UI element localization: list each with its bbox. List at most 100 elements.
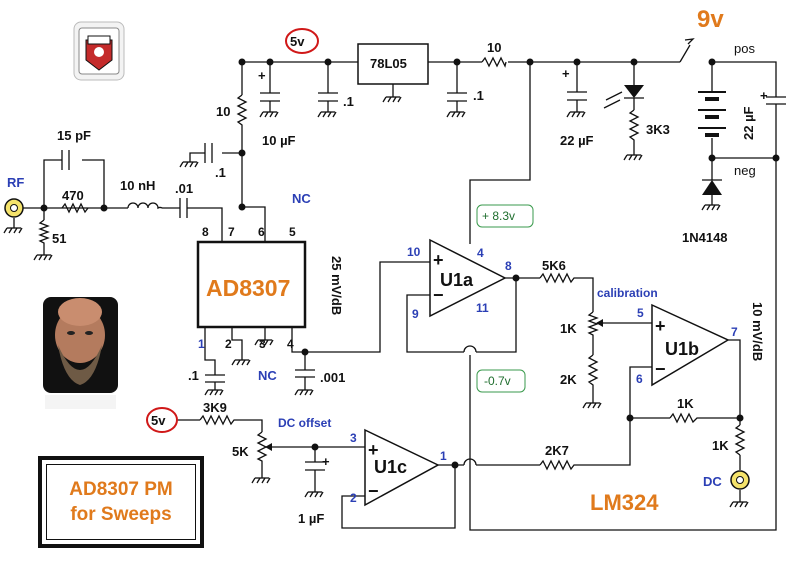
diode-1n4148-icon bbox=[702, 179, 722, 195]
r51-label: 51 bbox=[52, 231, 66, 246]
svg-text:+: + bbox=[760, 88, 768, 103]
neg-label: neg bbox=[734, 163, 756, 178]
slope-10-label: 10 mV/dB bbox=[750, 302, 765, 361]
ad8307-label: AD8307 bbox=[206, 275, 290, 301]
title-line-2: for Sweeps bbox=[70, 504, 172, 525]
c01a-label: .01 bbox=[175, 181, 193, 196]
v5-bottom-label: 5v bbox=[151, 413, 166, 428]
pin-6: 6 bbox=[258, 225, 265, 239]
c1a-label: .1 bbox=[215, 165, 226, 180]
r1ka-label: 1K bbox=[560, 321, 577, 336]
nc-label-bottom: NC bbox=[258, 368, 277, 383]
u1c-pin-2: 2 bbox=[350, 491, 357, 505]
r470-label: 470 bbox=[62, 188, 84, 203]
pin-4: 4 bbox=[287, 337, 294, 351]
opamp-u1a: + − U1a bbox=[429, 238, 507, 318]
svg-text:−: − bbox=[655, 359, 666, 379]
r2k-label: 2K bbox=[560, 372, 577, 387]
pin-2: 2 bbox=[225, 337, 232, 351]
svg-text:−: − bbox=[433, 285, 444, 305]
v5-top-label: 5v bbox=[290, 34, 305, 49]
reg-label: 78L05 bbox=[370, 56, 407, 71]
vminus-badge-box bbox=[476, 369, 526, 393]
junction-dots bbox=[40, 58, 780, 469]
svg-text:+: + bbox=[562, 66, 570, 81]
vplus-badge: + 8.3v bbox=[482, 209, 515, 223]
logo-badge-icon bbox=[73, 21, 125, 81]
rf-label: RF bbox=[7, 175, 24, 190]
pin-5: 5 bbox=[289, 225, 296, 239]
ad8307-chip bbox=[196, 240, 307, 329]
nc-label-top: NC bbox=[292, 191, 311, 206]
opamp-u1c: + − U1c bbox=[364, 428, 440, 507]
r1kc-label: 1K bbox=[712, 438, 729, 453]
r5k6-label: 5K6 bbox=[542, 258, 566, 273]
u1c-label: U1c bbox=[374, 457, 407, 477]
u1c-pin-1: 1 bbox=[440, 449, 447, 463]
pin-1: 1 bbox=[198, 337, 205, 351]
supply-9v-label: 9v bbox=[697, 6, 724, 33]
c1d-label: .1 bbox=[188, 368, 199, 383]
pin-8: 8 bbox=[202, 225, 209, 239]
lm324-label: LM324 bbox=[590, 490, 659, 515]
c15p-label: 15 pF bbox=[57, 128, 91, 143]
u1b-pin-6: 6 bbox=[636, 372, 643, 386]
c1b-label: .1 bbox=[343, 94, 354, 109]
v5-bottom-circle bbox=[146, 407, 178, 433]
v5-top-circle bbox=[285, 28, 319, 54]
svg-text:−: − bbox=[368, 481, 379, 501]
rf-connector-icon[interactable] bbox=[4, 198, 24, 218]
r1kb-label: 1K bbox=[677, 396, 694, 411]
r2k7-label: 2K7 bbox=[545, 443, 569, 458]
u1a-label: U1a bbox=[440, 270, 474, 290]
u1b-pin-7: 7 bbox=[731, 325, 738, 339]
l10n-label: 10 nH bbox=[120, 178, 155, 193]
c1c-label: .1 bbox=[473, 88, 484, 103]
avatar-photo-icon bbox=[43, 297, 118, 409]
u1a-pin-10: 10 bbox=[407, 245, 421, 259]
r3k9-label: 3K9 bbox=[203, 400, 227, 415]
led-icon bbox=[603, 85, 644, 109]
r10a-label: 10 bbox=[216, 104, 230, 119]
d1n4148-label: 1N4148 bbox=[682, 230, 728, 245]
title-box: AD8307 PM for Sweeps bbox=[38, 456, 204, 548]
svg-text:+: + bbox=[258, 68, 266, 83]
resistors bbox=[38, 56, 746, 471]
slope-25-label: 25 mV/dB bbox=[329, 256, 344, 315]
pin-3: 3 bbox=[259, 337, 266, 351]
r10b-label: 10 bbox=[487, 40, 501, 55]
vminus-badge: -0.7v bbox=[484, 374, 511, 388]
text-labels: 9v pos neg 78L05 LM324 15 pF 470 10 nH .… bbox=[7, 6, 765, 526]
c22ub-label: 22 µF bbox=[741, 106, 756, 140]
title-line-1: AD8307 PM bbox=[69, 479, 173, 500]
r5k-label: 5K bbox=[232, 444, 249, 459]
u1a-pin-9: 9 bbox=[412, 307, 419, 321]
regulator-78l05 bbox=[357, 43, 429, 85]
svg-text:+: + bbox=[322, 454, 330, 469]
inductor-10nh bbox=[127, 202, 163, 210]
capacitors: + + + + bbox=[61, 66, 786, 471]
c22ua-label: 22 µF bbox=[560, 133, 594, 148]
battery-icon bbox=[698, 91, 726, 137]
vplus-badge-box bbox=[476, 204, 534, 228]
u1a-pin-8: 8 bbox=[505, 259, 512, 273]
c1u-label: 1 µF bbox=[298, 511, 324, 526]
u1b-pin-5: 5 bbox=[637, 306, 644, 320]
u1c-pin-3: 3 bbox=[350, 431, 357, 445]
dc-connector-icon[interactable] bbox=[730, 470, 750, 490]
pin-7: 7 bbox=[228, 225, 235, 239]
u1b-label: U1b bbox=[665, 339, 699, 359]
u1a-pin-4: 4 bbox=[477, 246, 484, 260]
opamp-u1b: + − U1b bbox=[651, 303, 730, 387]
r3k3-label: 3K3 bbox=[646, 122, 670, 137]
c10u-label: 10 µF bbox=[262, 133, 296, 148]
dcoffset-label: DC offset bbox=[278, 416, 331, 430]
dc-label: DC bbox=[703, 474, 722, 489]
c001-label: .001 bbox=[320, 370, 345, 385]
wiring bbox=[13, 38, 777, 531]
svg-text:+: + bbox=[368, 440, 379, 460]
svg-text:+: + bbox=[655, 316, 666, 336]
pos-label: pos bbox=[734, 41, 755, 56]
svg-text:+: + bbox=[433, 250, 444, 270]
